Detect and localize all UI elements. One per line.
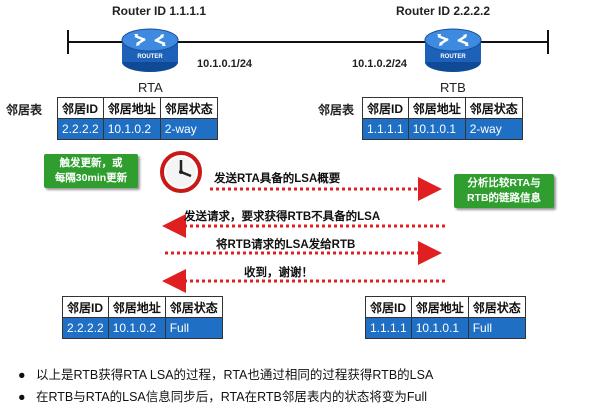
column-header: 邻居地址 — [107, 296, 166, 318]
bullet-item: ● 以上是RTB获得RTA LSA的过程，RTA也通过相同的过程获得RTB的LSA — [18, 364, 433, 383]
bullet-text: 以上是RTB获得RTA LSA的过程，RTA也通过相同的过程获得RTB的LSA — [36, 368, 434, 382]
rtb-neighbor-table-after: 邻居ID 邻居地址 邻居状态 1.1.1.1 10.1.0.1 Full — [365, 296, 526, 339]
column-header: 邻居ID — [57, 97, 104, 119]
rta-neighbor-table-after: 邻居ID 邻居地址 邻居状态 2.2.2.2 10.1.0.2 Full — [62, 296, 223, 339]
router-icon: ROUTER — [418, 22, 488, 74]
neighbor-id-cell: 2.2.2.2 — [57, 118, 104, 140]
trigger-note: 触发更新，或 每隔30min更新 — [44, 154, 138, 188]
table-row: 2.2.2.2 10.1.0.2 2-way — [57, 118, 218, 140]
column-header: 邻居状态 — [467, 296, 526, 318]
column-header: 邻居ID — [365, 296, 412, 318]
neighbor-address-cell: 10.1.0.2 — [102, 118, 161, 140]
message-label: 发送请求，要求获得RTB不具备的LSA — [184, 211, 381, 223]
router-icon: ROUTER — [115, 22, 185, 74]
column-header: 邻居ID — [62, 296, 109, 318]
neighbor-address-cell: 10.1.0.2 — [107, 317, 166, 339]
column-header: 邻居地址 — [410, 296, 469, 318]
neighbor-state-cell: Full — [467, 317, 526, 339]
neighbor-table-label: 邻居表 — [318, 103, 355, 117]
analyze-note: 分析比较RTA与 RTB的链路信息 — [454, 174, 554, 208]
neighbor-state-cell: 2-way — [159, 118, 218, 140]
trigger-note-line: 触发更新，或 — [59, 157, 123, 169]
neighbor-state-cell: Full — [164, 317, 223, 339]
neighbor-table-label: 邻居表 — [6, 103, 43, 117]
bullet-dot-icon: ● — [18, 368, 26, 382]
bullet-text: 在RTB与RTA的LSA信息同步后，RTA在RTB邻居表内的状态将变为Full — [36, 390, 428, 404]
bullet-item: ● 在RTB与RTA的LSA信息同步后，RTA在RTB邻居表内的状态将变为Full — [18, 386, 427, 405]
analyze-note-line: RTB的链路信息 — [466, 192, 542, 204]
column-header: 邻居地址 — [102, 97, 161, 119]
rtb-neighbor-table: 邻居ID 邻居地址 邻居状态 1.1.1.1 10.1.0.1 2-way — [362, 97, 523, 140]
column-header: 邻居状态 — [164, 296, 223, 318]
rta-address: 10.1.0.1/24 — [197, 58, 253, 70]
rtb-router-id: Router ID 2.2.2.2 — [396, 4, 491, 18]
column-header: 邻居状态 — [159, 97, 218, 119]
rtb-name: RTB — [440, 80, 466, 95]
rtb-address: 10.1.0.2/24 — [352, 58, 408, 70]
router-icon-label: ROUTER — [440, 54, 466, 60]
message-label: 发送RTA具备的LSA概要 — [214, 173, 341, 185]
neighbor-id-cell: 2.2.2.2 — [62, 317, 109, 339]
table-row: 2.2.2.2 10.1.0.2 Full — [62, 317, 223, 339]
neighbor-id-cell: 1.1.1.1 — [365, 317, 412, 339]
rta-name: RTA — [138, 80, 163, 95]
table-row: 1.1.1.1 10.1.0.1 2-way — [362, 118, 523, 140]
message-label: 收到，谢谢！ — [244, 267, 313, 279]
bullet-dot-icon: ● — [18, 390, 26, 404]
neighbor-address-cell: 10.1.0.1 — [410, 317, 469, 339]
router-icon-label: ROUTER — [137, 54, 163, 60]
rta-neighbor-table: 邻居ID 邻居地址 邻居状态 2.2.2.2 10.1.0.2 2-way — [57, 97, 218, 140]
message-arrows — [162, 177, 445, 293]
neighbor-address-cell: 10.1.0.1 — [407, 118, 466, 140]
neighbor-state-cell: 2-way — [464, 118, 523, 140]
rta-router-id: Router ID 1.1.1.1 — [112, 4, 207, 18]
table-row: 1.1.1.1 10.1.0.1 Full — [365, 317, 526, 339]
column-header: 邻居状态 — [464, 97, 523, 119]
column-header: 邻居ID — [362, 97, 409, 119]
neighbor-id-cell: 1.1.1.1 — [362, 118, 409, 140]
message-label: 将RTB请求的LSA发给RTB — [216, 239, 356, 251]
clock-icon — [158, 150, 204, 194]
column-header: 邻居地址 — [407, 97, 466, 119]
trigger-note-line: 每隔30min更新 — [54, 172, 128, 184]
analyze-note-line: 分析比较RTA与 — [467, 177, 541, 189]
